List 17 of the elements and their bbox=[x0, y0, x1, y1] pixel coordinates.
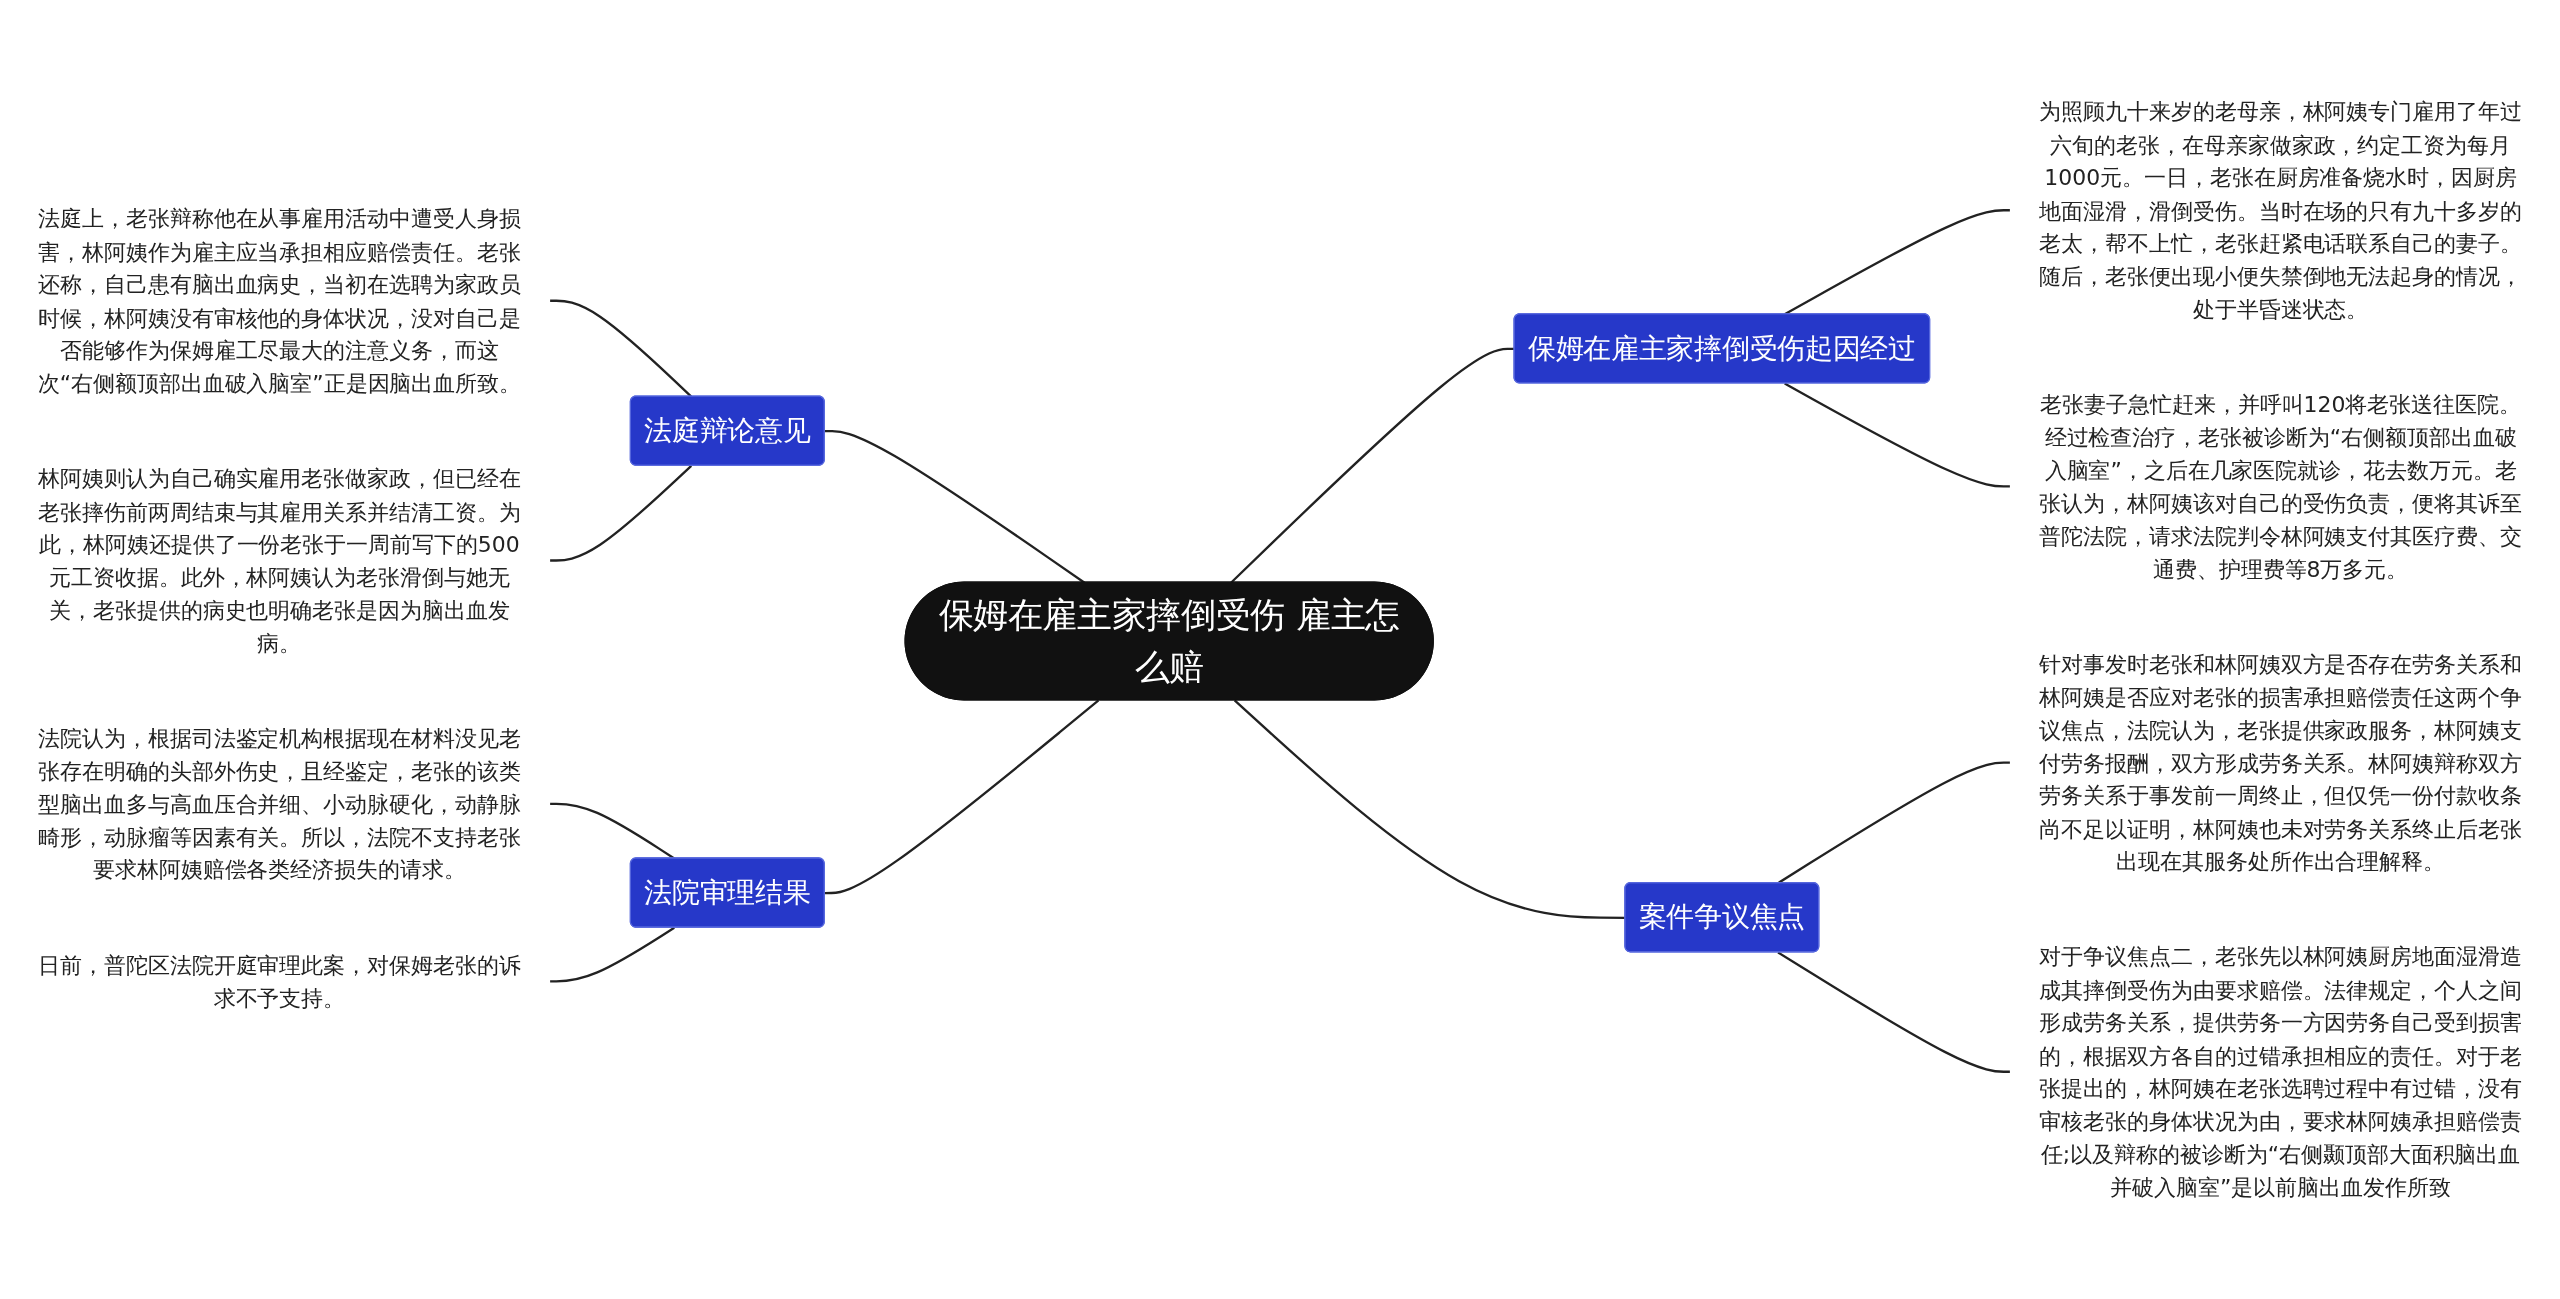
connector bbox=[549, 802, 675, 860]
node-text: 林阿姨则认为自己确实雇用老张做家政，但已经在老张摔伤前两周结束与其雇用关系并结清工资。为此，林阿姨还提供了一份老张于一周前写下的500元工资收据。此外，林阿姨认为老张滑倒与她无关，老张提供的病史也明确老张是因为脑出血发病。 bbox=[38, 465, 521, 656]
node-text: 针对事发时老张和林阿姨双方是否存在劳务关系和林阿姨是否应对老张的损害承担赔偿责任这两个争议焦点，法院认为，老张提供家政服务，林阿姨支付劳务报酬，双方形成劳务关系。林阿姨辩称双方劳务关系于事发前一周终止，但仅凭一份付款收条尚不足以证明，林阿姨也未对劳务关系终止后老张出现在其服务处所作出合理解释。 bbox=[2039, 651, 2522, 875]
connector bbox=[549, 299, 693, 398]
connector bbox=[549, 927, 675, 983]
connector bbox=[824, 699, 1100, 895]
connector bbox=[1784, 382, 2011, 488]
connector bbox=[824, 430, 1086, 584]
node-text: 对于争议焦点二，老张先以林阿姨厨房地面湿滑造成其摔倒受伤为由要求赔偿。法律规定，个人之间形成劳务关系，提供劳务一方因劳务自己受到损害的，根据双方各自的过错承担相应的责任。对于老张提出的，林阿姨在老张选聘过程中有过错，没有审核老张的身体状况为由，要求林阿姨承担赔偿责任;以及辩称的被诊断为“右侧颞顶部大面积脑出血并破入脑室”是以前脑出血发作所致 bbox=[2039, 943, 2522, 1200]
node-text: 为照顾九十来岁的老母亲，林阿姨专门雇用了年过六旬的老张，在母亲家做家政，约定工资为每月1000元。一日，老张在厨房准备烧水时，因厨房地面湿滑，滑倒受伤。当时在场的只有九十多岁的老太，帮不上忙，老张赶紧电话联系自己的妻子。随后，老张便出现小便失禁倒地无法起身的情况，处于半昏迷状态。 bbox=[2039, 98, 2522, 322]
node-text: 法院认为，根据司法鉴定机构根据现在材料没见老张存在明确的头部外伤史，且经鉴定，老张的该类型脑出血多与高血压合并细、小动脉硬化，动静脉畸形，动脉瘤等因素有关。所以，法院不支持老张要求林阿姨赔偿各类经济损失的请求。 bbox=[38, 725, 521, 883]
connector bbox=[1230, 347, 1515, 584]
connector bbox=[549, 465, 693, 562]
node-text: 日前，普陀区法院开庭审理此案，对保姆老张的诉求不予支持。 bbox=[38, 952, 521, 1011]
connector bbox=[1777, 951, 2011, 1074]
node-text: 法庭上，老张辩称他在从事雇用活动中遭受人身损害，林阿姨作为雇主应当承担相应赔偿责任。老张还称，自己患有脑出血病史，当初在选聘为家政员时候，林阿姨没有审核他的身体状况，没对自己是否能够作为保姆雇工尽最大的注意义务，而这次“右侧额顶部出血破入脑室”正是因脑出血所致。 bbox=[37, 205, 522, 396]
node-text: 老张妻子急忙赶来，并呼叫120将老张送往医院。经过检查治疗，老张被诊断为“右侧额顶部出血破入脑室”，之后在几家医院就诊，花去数万元。老张认为，林阿姨该对自己的受伤负责，便将其诉至普陀法院，请求法院判令林阿姨支付其医疗费、交通费、护理费等8万多元。 bbox=[2039, 391, 2522, 582]
